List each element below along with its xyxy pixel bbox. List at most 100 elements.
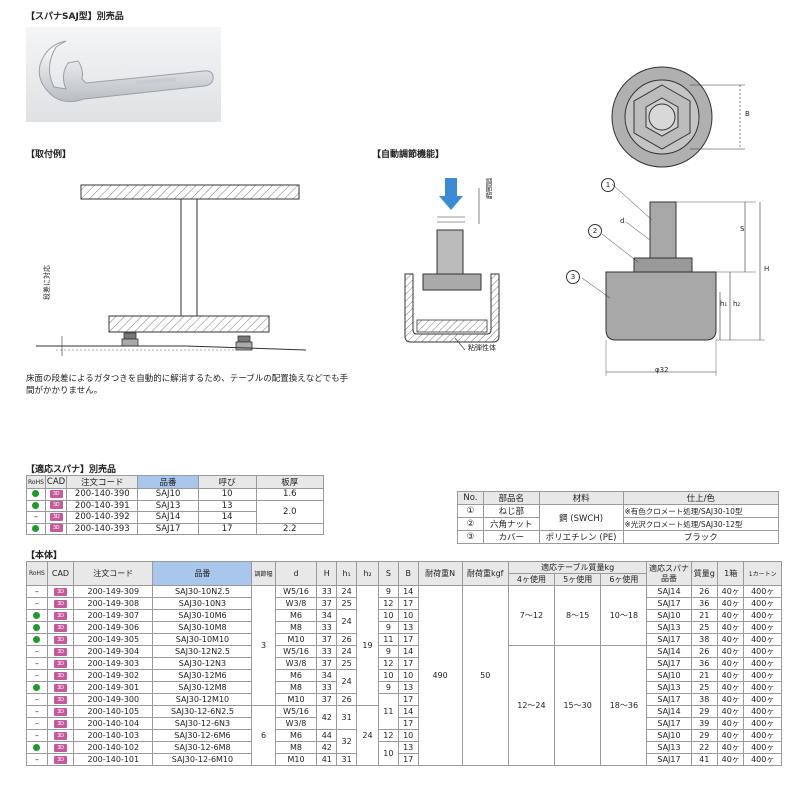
cad-icon[interactable]: 3D xyxy=(49,501,63,510)
b-cell: 13 xyxy=(397,741,419,754)
rohs-cell: – xyxy=(26,657,48,670)
cad-cell[interactable]: 3D xyxy=(46,669,75,682)
code-cell: 200-149-301 xyxy=(73,681,154,694)
cad-icon[interactable]: 3D xyxy=(49,524,63,533)
cad-cell[interactable]: 3D xyxy=(46,729,75,742)
cad-cell[interactable]: 3D xyxy=(46,585,75,598)
mounting-caption: 床面の段差によるガタつきを自動的に解消するため、テーブルの配置換えなどでも手間が… xyxy=(26,374,349,397)
rohs-dot-icon xyxy=(32,524,40,532)
b-cell: 10 xyxy=(397,609,419,622)
no-cell: ① xyxy=(457,504,484,518)
carton-cell: 400ヶ xyxy=(743,681,782,694)
body-header-row-2: 4ヶ使用 5ヶ使用 6ヶ使用 xyxy=(27,573,782,586)
b-cell: 14 xyxy=(397,705,419,718)
carton-cell: 400ヶ xyxy=(743,585,782,598)
cad-icon[interactable]: 3D xyxy=(53,587,67,596)
carton-cell: 400ヶ xyxy=(743,621,782,634)
part-name-cell: カバー xyxy=(482,530,540,544)
cad-icon[interactable]: 3D xyxy=(49,489,63,498)
box-header: 1箱 xyxy=(716,561,745,586)
cad-icon[interactable]: 3D xyxy=(53,707,67,716)
cad-icon[interactable]: 3D xyxy=(53,623,67,632)
cad-icon[interactable]: 3D xyxy=(53,647,67,656)
thickness-header: 板厚 xyxy=(255,475,325,489)
cad-icon[interactable]: 3D xyxy=(53,659,67,668)
cad-icon[interactable]: 3D xyxy=(53,695,67,704)
cad-icon[interactable]: 3D xyxy=(53,611,67,620)
cad-cell[interactable]: 3D xyxy=(46,645,75,658)
cad-cell[interactable]: 3D xyxy=(46,681,75,694)
rohs-cell: – xyxy=(26,669,48,682)
code-cell: 200-149-307 xyxy=(73,609,154,622)
cad-icon[interactable]: 3D xyxy=(53,743,67,752)
spanner-header-row: RoHS CAD 注文コード 品番 呼び 板厚 xyxy=(26,475,325,489)
spanner-cell: SAJ14 xyxy=(646,585,692,598)
mass-cell: 29 xyxy=(690,729,718,742)
cad-cell[interactable]: 3D xyxy=(46,753,75,766)
code-cell: 200-140-391 xyxy=(66,499,139,512)
part-cell: SAJ30-12M10 xyxy=(152,693,253,706)
box-cell: 40ヶ xyxy=(716,633,745,646)
mass-cell: 41 xyxy=(690,753,718,766)
code-cell: 200-140-101 xyxy=(73,753,154,766)
cad-cell[interactable]: 3D xyxy=(44,522,68,535)
b-cell: 14 xyxy=(397,585,419,598)
spanner-cell: SAJ10 xyxy=(646,669,692,682)
cad-cell[interactable]: 3D xyxy=(46,633,75,646)
cad-icon[interactable]: 3D xyxy=(49,512,63,521)
code-cell: 200-149-309 xyxy=(73,585,154,598)
cad-header: CAD xyxy=(44,475,68,489)
cad-icon[interactable]: 3D xyxy=(53,719,67,728)
d-cell: M10 xyxy=(274,753,318,766)
cad-cell[interactable]: 3D xyxy=(44,499,68,512)
cad-cell[interactable]: 3D xyxy=(46,621,75,634)
cad-icon[interactable]: 3D xyxy=(53,599,67,608)
spanner-cell: SAJ14 xyxy=(646,705,692,718)
size-cell: 10 xyxy=(197,488,257,501)
cad-cell[interactable]: 3D xyxy=(46,717,75,730)
cad-cell[interactable]: 3D xyxy=(46,693,75,706)
cad-icon[interactable]: 3D xyxy=(53,671,67,680)
b-cell: 17 xyxy=(397,657,419,670)
cad-cell[interactable]: 3D xyxy=(44,488,68,501)
part-cell: SAJ30-10M10 xyxy=(152,633,253,646)
b-cell: 10 xyxy=(397,669,419,682)
table-mass-cell: 10～18 xyxy=(600,585,648,646)
table-row: 3D 200-140-393 SAJ17 17 2.2 xyxy=(26,522,325,535)
rohs-cell xyxy=(26,499,46,512)
h-cell: 37 xyxy=(316,657,338,670)
mass-cell: 38 xyxy=(690,693,718,706)
cad-cell[interactable]: 3D xyxy=(46,609,75,622)
cad-icon[interactable]: 3D xyxy=(53,731,67,740)
carton-cell: 400ヶ xyxy=(743,657,782,670)
elastic-body-label: 粘弾性体 xyxy=(468,344,496,352)
cad-icon[interactable]: 3D xyxy=(53,755,67,764)
cad-cell[interactable]: 3D xyxy=(46,657,75,670)
s-cell: 10 xyxy=(378,741,399,766)
no-header: No. xyxy=(457,491,484,505)
table-mass-cell: 15～30 xyxy=(554,645,602,766)
rohs-cell xyxy=(26,609,48,622)
mass-cell: 25 xyxy=(690,621,718,634)
code-cell: 200-149-300 xyxy=(73,693,154,706)
size-cell: 13 xyxy=(197,499,257,512)
spanner-image xyxy=(38,40,214,103)
d-cell: M10 xyxy=(274,633,318,646)
box-cell: 40ヶ xyxy=(716,645,745,658)
cad-cell[interactable]: 3D xyxy=(44,511,68,524)
cad-cell[interactable]: 3D xyxy=(46,597,75,610)
box-cell: 40ヶ xyxy=(716,753,745,766)
spanner-cell: SAJ17 xyxy=(646,633,692,646)
cad-icon[interactable]: 3D xyxy=(53,683,67,692)
h-cell: 37 xyxy=(316,633,338,646)
rohs-cell xyxy=(26,522,46,535)
cad-cell[interactable]: 3D xyxy=(46,741,75,754)
adjust-width-label: 調節幅 xyxy=(485,178,493,199)
d-cell: M6 xyxy=(274,669,318,682)
cad-cell[interactable]: 3D xyxy=(46,705,75,718)
cad-icon[interactable]: 3D xyxy=(53,635,67,644)
h2-header: h₂ xyxy=(356,561,379,586)
